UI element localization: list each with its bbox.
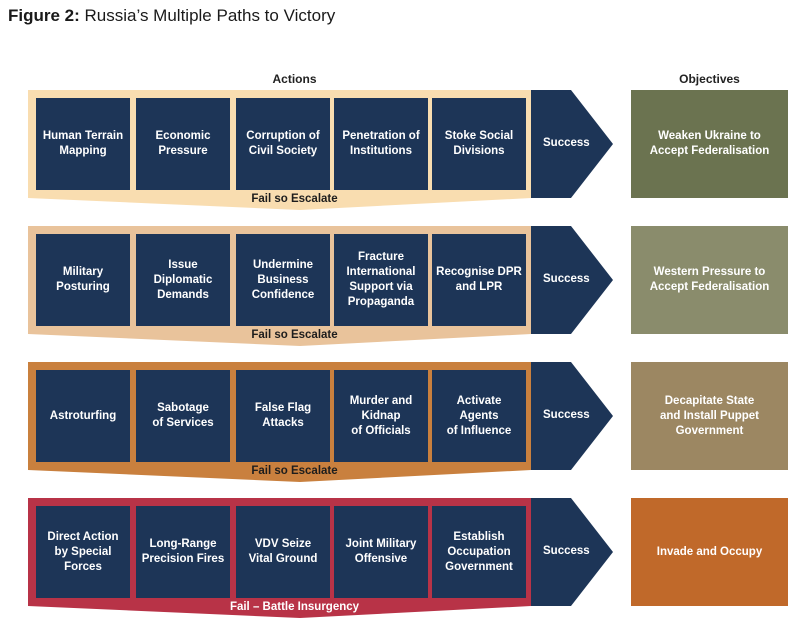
action-box: Corruption of Civil Society bbox=[236, 98, 330, 190]
action-box: Astroturfing bbox=[36, 370, 130, 462]
objective-box: Decapitate State and Install Puppet Gove… bbox=[631, 362, 788, 470]
success-arrow bbox=[531, 362, 613, 470]
action-box: Joint Military Offensive bbox=[334, 506, 428, 598]
action-box: Fracture International Support via Propa… bbox=[334, 234, 428, 326]
fail-label: Fail so Escalate bbox=[251, 465, 338, 477]
figure-title-text: Russia’s Multiple Paths to Victory bbox=[84, 6, 336, 25]
fail-label: Fail so Escalate bbox=[251, 193, 338, 205]
action-box: Economic Pressure bbox=[136, 98, 230, 190]
success-arrow bbox=[531, 90, 613, 198]
action-box: Long-Range Precision Fires bbox=[136, 506, 230, 598]
action-box: VDV Seize Vital Ground bbox=[236, 506, 330, 598]
action-box: Penetration of Institutions bbox=[334, 98, 428, 190]
fail-label: Fail so Escalate bbox=[251, 329, 338, 341]
success-label: Success bbox=[543, 273, 590, 285]
success-arrow bbox=[531, 226, 613, 334]
objective-box: Western Pressure to Accept Federalisatio… bbox=[631, 226, 788, 334]
action-box: Sabotage of Services bbox=[136, 370, 230, 462]
success-label: Success bbox=[543, 545, 590, 557]
success-label: Success bbox=[543, 409, 590, 421]
action-box: Issue Diplomatic Demands bbox=[136, 234, 230, 326]
action-box: Stoke Social Divisions bbox=[432, 98, 526, 190]
figure-title: Figure 2: Russia’s Multiple Paths to Vic… bbox=[8, 6, 335, 26]
action-box: Military Posturing bbox=[36, 234, 130, 326]
actions-header: Actions bbox=[272, 72, 317, 86]
fail-label: Fail – Battle Insurgency bbox=[229, 601, 360, 613]
success-arrow bbox=[531, 498, 613, 606]
action-box: Direct Action by Special Forces bbox=[36, 506, 130, 598]
objective-box: Weaken Ukraine to Accept Federalisation bbox=[631, 90, 788, 198]
figure-label: Figure 2: bbox=[8, 6, 80, 25]
success-label: Success bbox=[543, 137, 590, 149]
objectives-header: Objectives bbox=[679, 72, 740, 86]
action-box: Establish Occupation Government bbox=[432, 506, 526, 598]
action-box: Human Terrain Mapping bbox=[36, 98, 130, 190]
action-box: Activate Agents of Influence bbox=[432, 370, 526, 462]
action-box: Murder and Kidnap of Officials bbox=[334, 370, 428, 462]
action-box: False Flag Attacks bbox=[236, 370, 330, 462]
action-box: Undermine Business Confidence bbox=[236, 234, 330, 326]
action-box: Recognise DPR and LPR bbox=[432, 234, 526, 326]
objective-box: Invade and Occupy bbox=[631, 498, 788, 606]
